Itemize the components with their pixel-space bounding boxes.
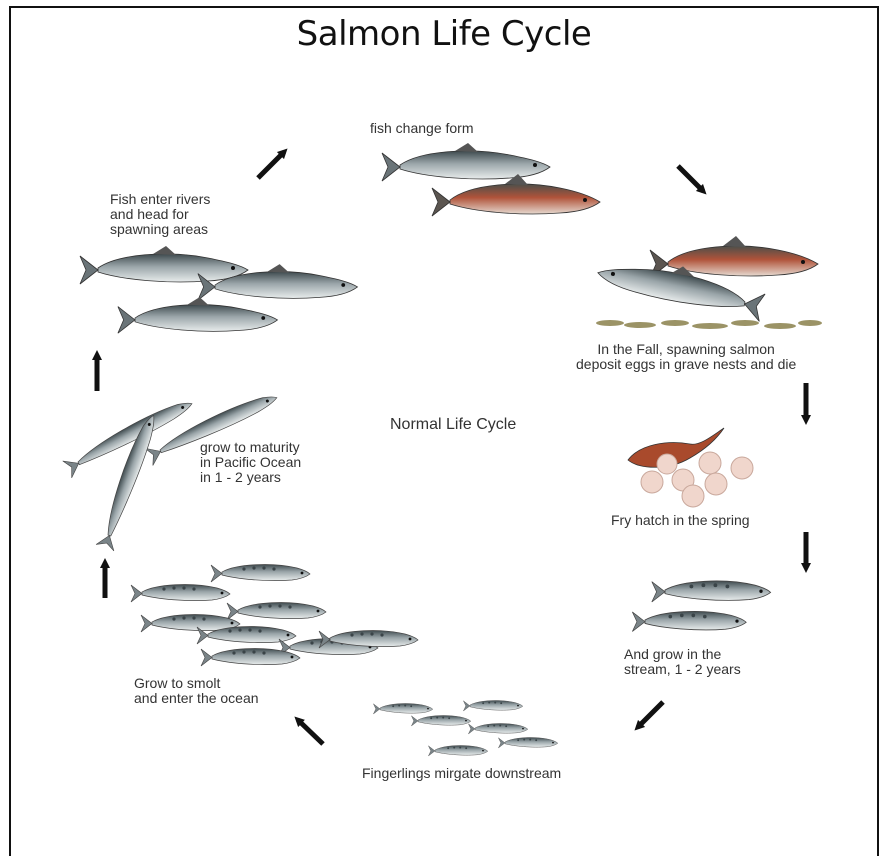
fingerling-4 [468,724,527,734]
parr-fish-1 [652,581,771,602]
stage-label-spawn: In the Fall, spawning salmon deposit egg… [576,342,796,372]
parr-fish-2 [632,611,746,631]
arrow-up-right [258,152,284,178]
stage-label-fingerlings: Fingerlings mirgate downstream [362,766,561,781]
returning-adults-group [80,246,358,333]
center-label: Normal Life Cycle [390,416,516,434]
smolt-1 [211,565,310,582]
stage-label-grow-stream: And grow in the stream, 1 - 2 years [624,647,741,677]
arrow-up-left [298,720,323,744]
smolt-2 [131,585,230,602]
stage-label-hatch: Fry hatch in the spring [611,513,750,528]
spawning-salmon-group [595,236,822,329]
stage-label-change-form: fish change form [370,121,474,136]
fingerling-6 [498,738,557,748]
fish-change-form-group [382,143,600,216]
stage-label-smolt: Grow to smolt and enter the ocean [134,676,259,706]
fingerlings-group [373,701,557,756]
fingerling-1 [373,704,432,714]
returning-fish-1 [80,246,248,284]
change-form-fish-1 [382,143,550,181]
stage-label-ocean: grow to maturity in Pacific Ocean in 1 -… [200,440,301,485]
change-form-fish-2 [432,174,600,216]
smolt-3 [227,603,326,620]
parr-group [632,581,770,631]
fry-and-eggs-group [628,428,753,507]
arrow-down-right [678,166,703,191]
gravel-bed [596,320,822,329]
fingerling-3 [411,716,470,726]
arrow-down-left [638,702,663,727]
returning-fish-3 [118,297,278,333]
fingerling-5 [428,746,487,756]
stage-label-rivers: Fish enter rivers and head for spawning … [110,192,210,237]
fingerling-2 [463,701,522,711]
smolt-group [131,565,418,666]
